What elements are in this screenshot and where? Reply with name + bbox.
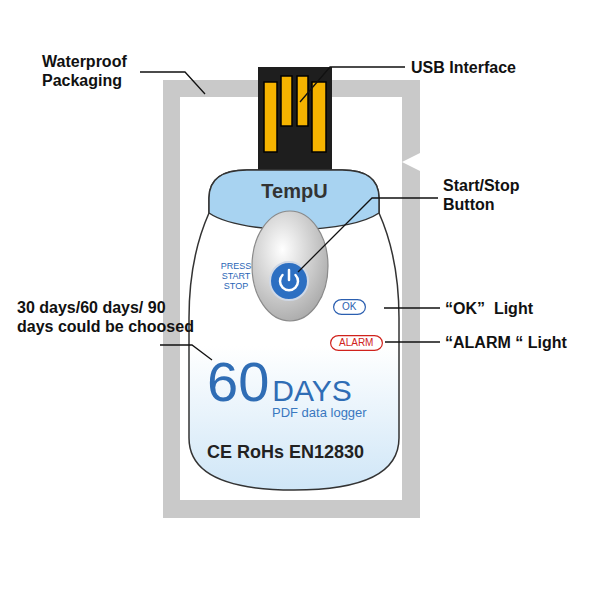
data-logger-body: TempU PRESS START STOP 60DAYSPDF data logg… bbox=[187, 168, 402, 493]
ok-light: OK bbox=[333, 299, 366, 315]
certification-marks: CE RoHs EN12830 bbox=[207, 442, 364, 463]
light-label: OK bbox=[342, 302, 375, 312]
leader-line bbox=[384, 307, 440, 308]
product-type: PDF data logger bbox=[272, 406, 367, 421]
part-label: 30 days/60 days/ 90 days could be choose… bbox=[17, 298, 197, 336]
part-label: “ALARM “ Light bbox=[445, 333, 595, 352]
part-label: Start/Stop Button bbox=[443, 176, 553, 214]
leader-line bbox=[300, 67, 405, 102]
part-label: USB Interface bbox=[411, 58, 571, 77]
tear-notch bbox=[402, 152, 422, 172]
leader-line bbox=[140, 72, 205, 94]
light-label: ALARM bbox=[339, 338, 392, 348]
duration-unit: DAYS bbox=[272, 376, 351, 406]
leader-line bbox=[385, 341, 440, 342]
part-label: Waterproof Packaging bbox=[42, 52, 157, 90]
leader-line bbox=[160, 345, 212, 360]
duration-number: 60 bbox=[207, 354, 269, 410]
part-label: “OK” Light bbox=[445, 299, 595, 318]
usb-connector bbox=[258, 67, 332, 173]
brand-name: TempU bbox=[227, 180, 362, 203]
button-hint: PRESS START STOP bbox=[209, 262, 263, 292]
leader-line bbox=[298, 198, 438, 272]
alarm-light: ALARM bbox=[330, 335, 383, 351]
